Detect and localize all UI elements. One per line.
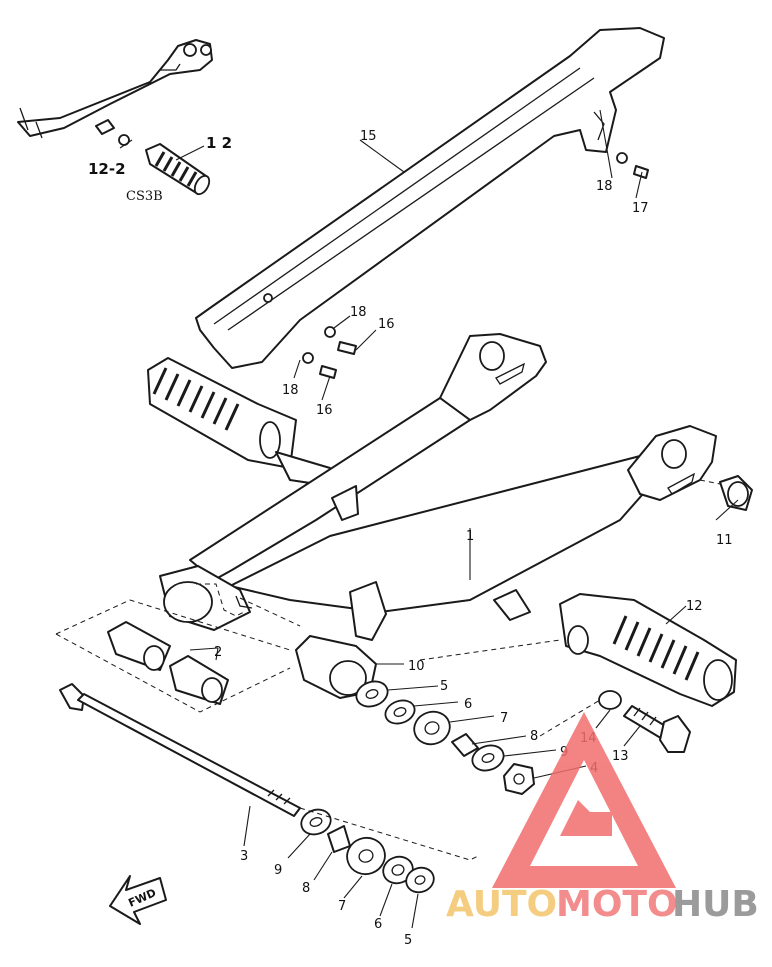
watermark-hub: HUB (672, 884, 759, 925)
pivot-shaft (59, 683, 301, 817)
washer-7a (413, 710, 451, 746)
washer-18b (302, 352, 314, 364)
callout-16-low: 16 (316, 403, 333, 418)
callout-6-left: 6 (374, 917, 382, 932)
callout-1: 1 (466, 529, 474, 544)
spacer-8b (327, 825, 351, 853)
callout-10: 10 (408, 659, 425, 674)
callout-18-mid: 18 (350, 305, 367, 320)
spacer-8a (451, 733, 479, 757)
callout-16-mid: 16 (378, 317, 395, 332)
bushing-11 (719, 475, 753, 511)
watermark-moto: MOTO (556, 884, 678, 925)
cs3b-inset (17, 39, 213, 196)
callout-11: 11 (716, 533, 733, 548)
washer-5a (355, 680, 389, 708)
washer-9a (471, 744, 505, 772)
callout-12: 12 (686, 599, 703, 614)
cs3b-footpeg (145, 143, 211, 196)
callout-8-right: 8 (530, 729, 538, 744)
callout-12-top: 1 2 (206, 134, 232, 152)
callout-15: 15 (360, 129, 377, 144)
callout-5-left: 5 (404, 933, 412, 948)
bolt-13 (623, 705, 691, 753)
swing-arm (159, 333, 717, 641)
pivot-collar (295, 635, 377, 699)
left-footpeg (147, 357, 331, 487)
fwd-arrow: FWD (109, 875, 167, 925)
assembly-guidelines (55, 479, 721, 861)
washer-5b (405, 866, 435, 894)
leader-lines (189, 109, 739, 929)
callout-9-left: 9 (274, 863, 282, 878)
callout-2: 2 (214, 645, 222, 660)
chain-guard (195, 27, 665, 369)
bushings (107, 621, 229, 705)
callout-6-right: 6 (464, 697, 472, 712)
watermark-auto: AUTO (446, 884, 557, 925)
washer-6a (384, 699, 416, 725)
callout-12-2: 12-2 (88, 160, 126, 178)
callout-3: 3 (240, 849, 248, 864)
callout-5-right: 5 (440, 679, 448, 694)
callout-8-left: 8 (302, 881, 310, 896)
washer-14 (598, 690, 622, 710)
callout-18-low: 18 (282, 383, 299, 398)
automotohub-watermark: AUTO MOTO HUB (446, 712, 759, 925)
bolt-17 (633, 165, 649, 179)
washer-18c (616, 152, 628, 164)
washer-6b (382, 855, 414, 885)
callout-17: 17 (632, 201, 649, 216)
right-footpeg (559, 593, 737, 707)
washer-7b (346, 836, 386, 876)
callout-13: 13 (612, 749, 629, 764)
nut-4 (503, 763, 535, 795)
bolt-16b (319, 365, 337, 379)
washer-18a (324, 326, 336, 338)
variant-label: CS3B (126, 189, 163, 204)
bolt-16a (337, 341, 357, 355)
callout-18-top: 18 (596, 179, 613, 194)
callout-7-left: 7 (338, 899, 346, 914)
callout-7-right: 7 (500, 711, 508, 726)
